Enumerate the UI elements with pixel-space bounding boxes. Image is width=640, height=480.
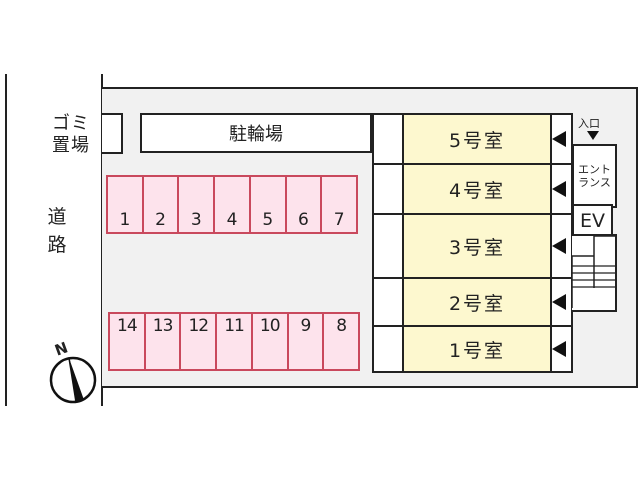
unit-label: 5号室: [404, 115, 552, 163]
stairs-icon: [571, 235, 615, 308]
parking-space[interactable]: 10: [253, 314, 289, 369]
parking-space[interactable]: 14: [110, 314, 146, 369]
unit-1[interactable]: 1号室: [374, 327, 571, 371]
north-arrow-icon: [49, 356, 97, 404]
parking-space[interactable]: 5: [251, 177, 287, 232]
parking-space[interactable]: 12: [181, 314, 218, 369]
garbage-area: [102, 113, 123, 154]
unit-2[interactable]: 2号室: [374, 279, 571, 327]
unit-label: 2号室: [404, 279, 552, 325]
entry-arrow-icon: [587, 131, 599, 140]
parking-space[interactable]: 6: [287, 177, 323, 232]
road-edge-left: [5, 74, 7, 406]
parking-row-top: 1 2 3 4 5 6 7: [106, 175, 358, 234]
parking-space[interactable]: 7: [333, 210, 345, 230]
door-arrow-icon: [552, 181, 566, 197]
parking-row-bottom: 14 13 12 11 10 9 8: [108, 312, 360, 371]
parking-space[interactable]: 13: [146, 314, 182, 369]
unit-5[interactable]: 5号室: [374, 115, 571, 165]
road-label: 道 路: [47, 206, 67, 256]
unit-3[interactable]: 3号室: [374, 215, 571, 279]
garbage-area-label: ゴミ 置場: [52, 113, 90, 156]
apartment-building: 5号室 4号室 3号室 2号室 1号室: [372, 113, 573, 373]
parking-space[interactable]: 9: [289, 314, 325, 369]
parking-space[interactable]: 1: [108, 177, 144, 232]
bicycle-parking-label: 駐輪場: [229, 124, 283, 145]
elevator[interactable]: EV: [572, 204, 613, 237]
compass: N: [46, 338, 100, 410]
staircase: [571, 234, 617, 312]
door-arrow-icon: [552, 238, 566, 254]
unit-label: 3号室: [404, 215, 552, 277]
parking-space[interactable]: 8: [336, 316, 347, 336]
door-arrow-icon: [552, 341, 566, 357]
unit-label: 4号室: [404, 165, 552, 213]
bicycle-parking: 駐輪場: [140, 113, 372, 153]
entry-label: 入口: [578, 117, 600, 130]
entrance[interactable]: エント ランス: [572, 144, 617, 208]
parking-space[interactable]: 4: [215, 177, 251, 232]
parking-space[interactable]: 3: [179, 177, 216, 232]
door-arrow-icon: [552, 294, 566, 310]
parking-space[interactable]: 11: [217, 314, 253, 369]
parking-space[interactable]: 2: [144, 177, 180, 232]
unit-4[interactable]: 4号室: [374, 165, 571, 215]
unit-label: 1号室: [404, 327, 552, 371]
door-arrow-icon: [552, 131, 566, 147]
